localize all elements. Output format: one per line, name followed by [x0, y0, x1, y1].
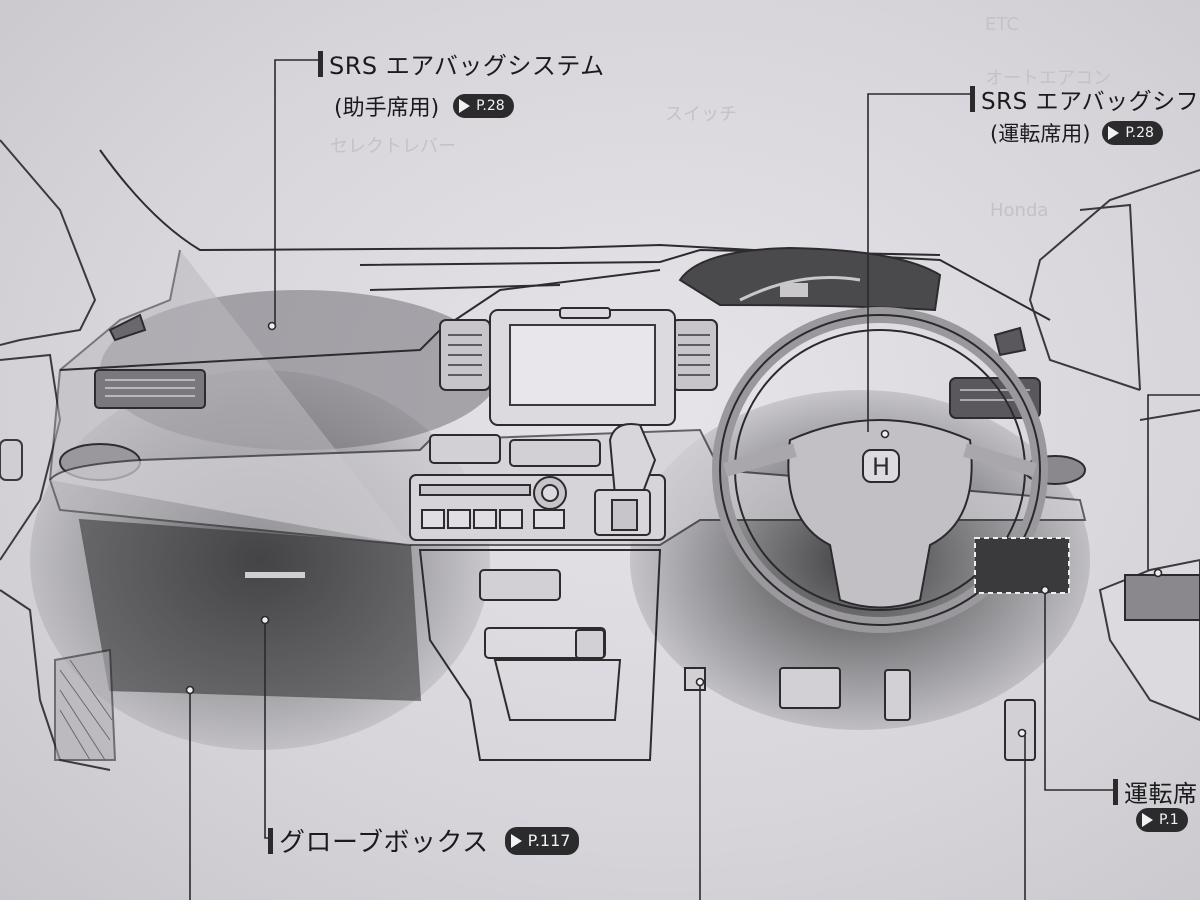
faint-text-etc: ETC: [985, 14, 1019, 35]
faint-text-honda: Honda: [990, 200, 1049, 221]
driver-airbag-label: SRS エアバッグシフ: [970, 82, 1199, 116]
faint-text-aircon: オートエアコン: [985, 68, 1111, 89]
steering-wheel: H: [712, 307, 1048, 633]
faint-text-switch: スイッチ: [665, 104, 737, 125]
glovebox-ref-badge[interactable]: P.117: [504, 826, 580, 855]
passenger-airbag-sub: (助手席用): [334, 96, 440, 121]
honda-h-icon: H: [872, 453, 890, 481]
label-bar: [1113, 778, 1118, 805]
driver-airbag-subline: (運転席用) P.28: [990, 118, 1163, 148]
callout-lines: [185, 59, 1200, 900]
driver-side-ref: P.1: [1159, 812, 1179, 828]
arrow-right-icon: [1142, 813, 1153, 827]
callout-line-passenger-airbag: [274, 59, 322, 325]
right-door: [1028, 169, 1200, 722]
passenger-airbag-label: SRS エアバッグシステム: [318, 46, 605, 81]
callout-line-driver-side: [1044, 592, 1115, 791]
label-bar: [268, 827, 273, 854]
callout-line-right-door: [1147, 394, 1200, 570]
callout-dot-passenger-airbag: [267, 321, 277, 331]
faint-text-selector: セレクトレバー: [330, 136, 456, 157]
driver-airbag-ref: P.28: [1125, 125, 1154, 141]
glovebox-ref: P.117: [527, 831, 571, 850]
passenger-airbag-title: SRS エアバッグシステム: [329, 52, 605, 80]
driver-side-ref-badge[interactable]: P.1: [1136, 808, 1188, 832]
driver-side-subline: P.1: [1136, 808, 1188, 833]
arrow-right-icon: [459, 99, 471, 113]
switch-panel-highlight: [974, 537, 1070, 594]
label-bar: [970, 86, 975, 112]
driver-airbag-title: SRS エアバッグシフ: [981, 89, 1200, 115]
driver-side-label: 運転席: [1113, 774, 1198, 809]
driver-airbag-ref-badge[interactable]: P.28: [1102, 121, 1163, 145]
glovebox-label: グローブボックス P.117: [268, 822, 580, 859]
passenger-airbag-ref: P.28: [476, 98, 505, 114]
callout-dot-glovebox: [260, 615, 270, 625]
callout-dot-driver-airbag: [880, 429, 890, 439]
glovebox-title: グローブボックス: [279, 828, 489, 858]
driver-side-title: 運転席: [1124, 780, 1198, 808]
passenger-airbag-ref-badge[interactable]: P.28: [453, 94, 514, 118]
passenger-airbag-subline: (助手席用) P.28: [334, 90, 514, 122]
driver-airbag-sub: (運転席用): [990, 122, 1091, 146]
callout-line-driver-airbag: [867, 93, 972, 432]
label-bar: [318, 50, 323, 77]
arrow-right-icon: [510, 833, 522, 848]
arrow-right-icon: [1108, 126, 1120, 140]
